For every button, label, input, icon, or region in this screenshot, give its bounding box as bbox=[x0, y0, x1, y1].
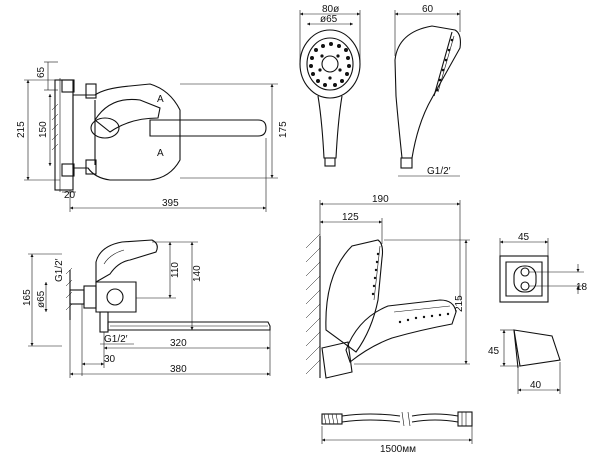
dim-top-175: 175 bbox=[278, 121, 289, 138]
mark-a-bottom: A bbox=[157, 148, 164, 159]
wall-shower-dims: 190 125 215 bbox=[319, 194, 470, 365]
dim-side-65: ø65 bbox=[36, 290, 47, 308]
shower-head-front-dims: 80ø ø65 bbox=[299, 4, 361, 62]
dim-side-30: 30 bbox=[104, 354, 116, 365]
bracket-front-view bbox=[499, 255, 549, 303]
dim-head-60: 60 bbox=[422, 4, 434, 15]
dim-hose-length: 1500мм bbox=[380, 444, 416, 455]
dim-top-65: 65 bbox=[36, 66, 47, 78]
bracket-side-view bbox=[513, 329, 561, 369]
dim-wall-190: 190 bbox=[372, 194, 389, 205]
dim-side-380: 380 bbox=[170, 364, 187, 375]
wall-shower-assembly bbox=[305, 233, 457, 379]
dim-wall-125: 125 bbox=[342, 212, 359, 223]
bracket-side-dims: 45 40 bbox=[488, 329, 561, 394]
shower-head-side bbox=[394, 25, 461, 169]
dim-wall-215: 215 bbox=[454, 295, 465, 312]
dim-side-110: 110 bbox=[170, 262, 181, 278]
dim-top-150: 150 bbox=[38, 121, 49, 138]
mark-a-top: A bbox=[157, 94, 164, 105]
mixer-side-view bbox=[65, 239, 271, 333]
dim-top-395: 395 bbox=[162, 198, 179, 209]
dim-head-80: 80ø bbox=[322, 4, 339, 15]
shower-head-side-dims: 60 G1/2′ bbox=[394, 4, 461, 177]
dim-head-thread: G1/2′ bbox=[427, 166, 451, 177]
bracket-front-dims: 45 18 bbox=[499, 232, 588, 294]
dim-side-thread-top: G1/2′ bbox=[54, 258, 65, 282]
dim-bracket-45-side: 45 bbox=[488, 346, 500, 357]
dim-head-65: ø65 bbox=[320, 14, 338, 25]
dim-side-320: 320 bbox=[170, 338, 187, 349]
top-view-dimensions: 65 215 150 175 20 395 bbox=[16, 61, 289, 212]
mixer-top-view: A A bbox=[51, 78, 267, 192]
dim-top-215: 215 bbox=[16, 121, 27, 138]
mixer-side-dims: G1/2′ 165 ø65 110 140 G1/2′ 320 30 380 bbox=[22, 241, 271, 378]
shower-head-front bbox=[299, 29, 361, 167]
dim-side-thread-bottom: G1/2′ bbox=[104, 334, 128, 345]
dim-bracket-40: 40 bbox=[530, 380, 542, 391]
dim-side-140: 140 bbox=[192, 265, 203, 282]
hose-dims: 1500мм bbox=[321, 426, 473, 455]
dim-side-165: 165 bbox=[22, 289, 33, 306]
hose bbox=[321, 411, 473, 427]
dim-bracket-18: 18 bbox=[576, 282, 588, 293]
dim-bracket-45-top: 45 bbox=[518, 232, 530, 243]
